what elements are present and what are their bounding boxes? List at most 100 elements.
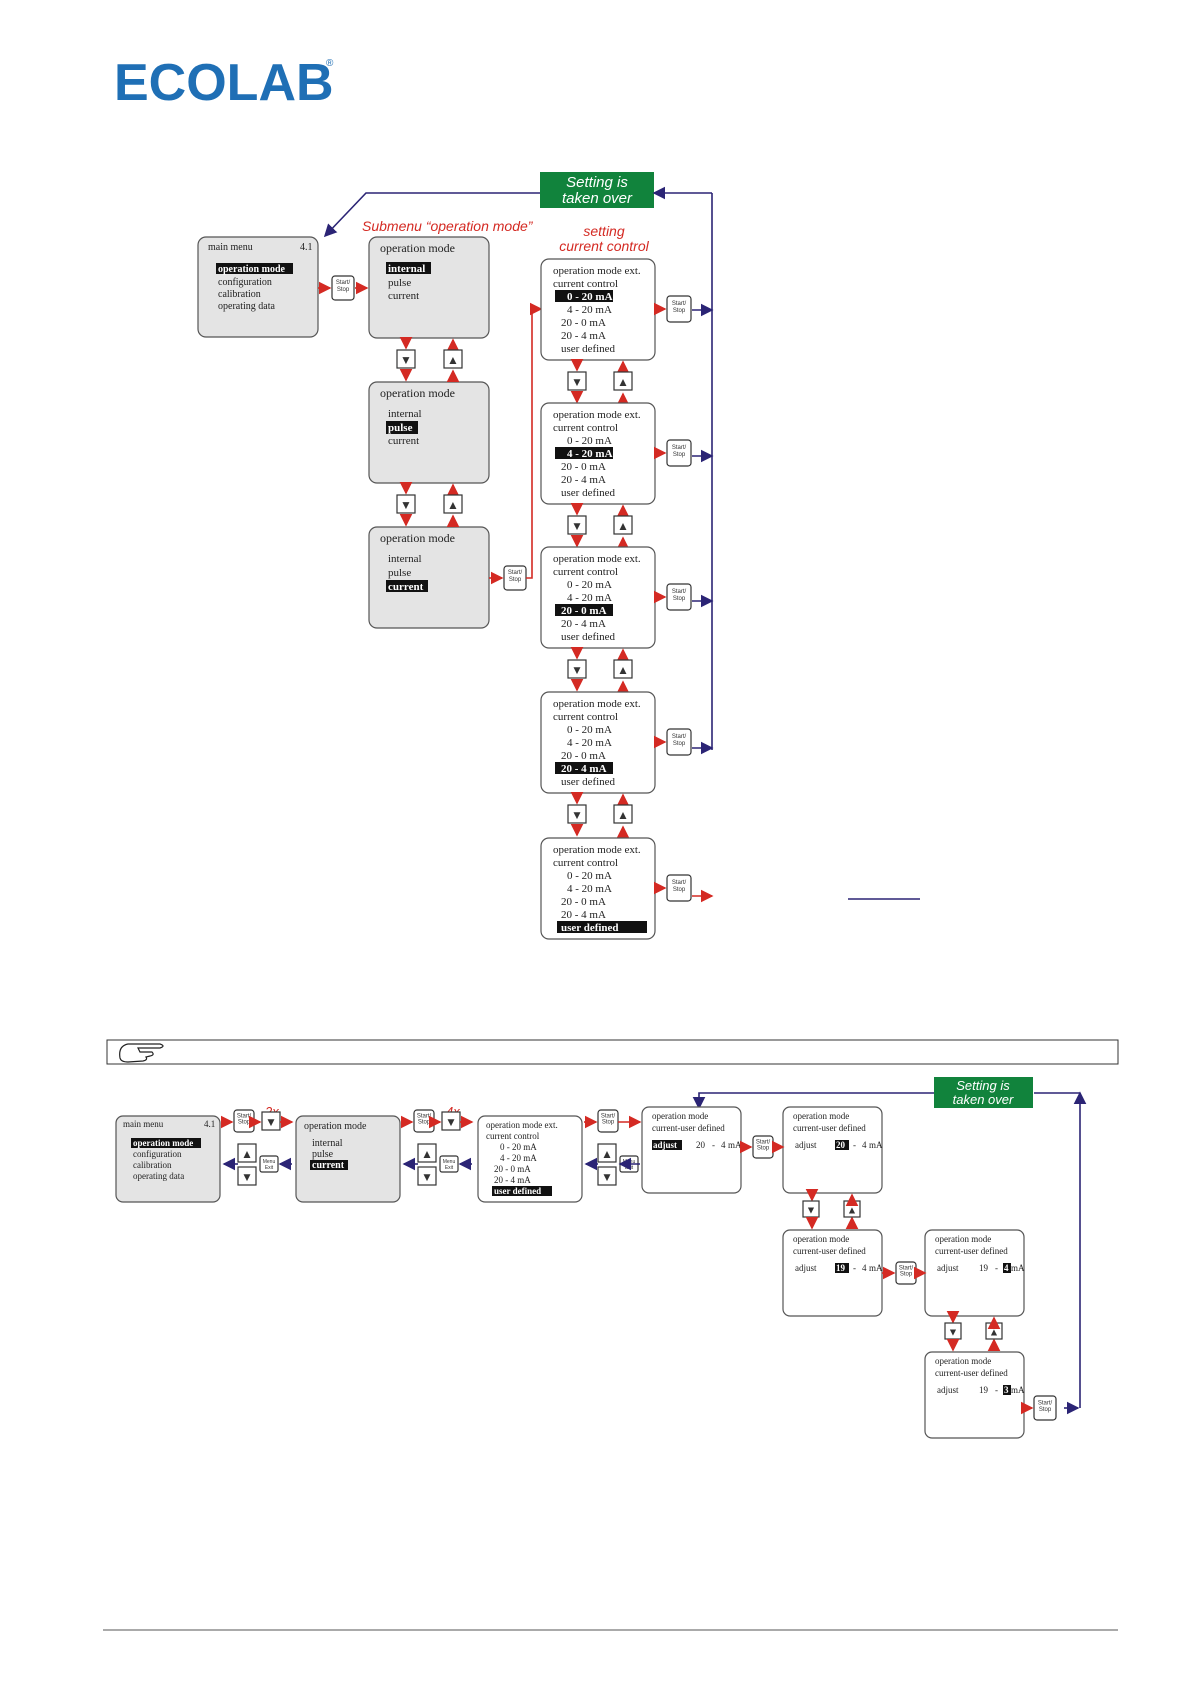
down-key[interactable]: ▼: [237, 1166, 257, 1186]
start-stop-key[interactable]: Start/Stop: [666, 295, 692, 323]
pointing-hand-icon: [119, 1043, 164, 1063]
start-stop-key[interactable]: Start/Stop: [666, 583, 692, 611]
down-key[interactable]: ▼: [261, 1111, 281, 1131]
main-menu-display: main menu 4.1 operation mode configurati…: [197, 236, 319, 338]
ext-title: current control: [553, 278, 618, 290]
down-key[interactable]: ▼: [441, 1111, 461, 1131]
ext-item-selected: 20 - 0 mA: [561, 605, 607, 617]
op-mode-title: operation mode: [380, 531, 455, 545]
start-stop-key[interactable]: Start/Stop: [666, 874, 692, 902]
op-mode-internal-display: operation mode internal pulse current: [368, 236, 490, 339]
key-label: Start/: [1038, 1400, 1053, 1406]
ext-title: operation mode ext.: [486, 1120, 558, 1130]
start-stop-key[interactable]: Start/ Stop: [331, 275, 355, 301]
ext-item: 0 - 20 mA: [567, 724, 612, 736]
down-icon: ▼: [571, 663, 583, 677]
op-mode-item: internal: [388, 553, 422, 565]
key-label: Exit: [625, 1165, 634, 1171]
ext-item: 0 - 20 mA: [567, 435, 612, 447]
ext-item: 0 - 20 mA: [500, 1142, 537, 1152]
main-menu-item-selected: operation mode: [218, 264, 286, 275]
ext-item: 20 - 0 mA: [561, 750, 606, 762]
op-mode-nav-2: ▼ ▲: [396, 481, 463, 528]
ud-to: 4: [721, 1140, 726, 1150]
ud-from: 19: [836, 1263, 846, 1273]
down-key[interactable]: ▼: [567, 515, 587, 535]
up-key[interactable]: ▲: [613, 371, 633, 391]
key-label: Stop: [900, 1272, 913, 1278]
up-key[interactable]: ▲: [597, 1143, 617, 1163]
start-stop-key[interactable]: Start/Stop: [752, 1135, 774, 1159]
up-key[interactable]: ▲: [985, 1322, 1003, 1340]
submenu-title: Submenu “operation mode”: [362, 218, 534, 234]
up-icon: ▲: [601, 1147, 613, 1161]
ud-unit: mA: [728, 1140, 742, 1150]
up-icon: ▲: [617, 663, 629, 677]
down-icon: ▼: [241, 1170, 253, 1184]
ud-unit: mA: [1011, 1385, 1025, 1395]
ud-to: 4: [1004, 1263, 1009, 1273]
up-icon: ▲: [989, 1326, 999, 1338]
setting-taken-over-box: [540, 172, 654, 208]
start-stop-key[interactable]: Start/Stop: [1033, 1395, 1057, 1421]
ext-item: 4 - 20 mA: [500, 1153, 537, 1163]
up-key[interactable]: ▲: [443, 349, 463, 369]
ud-title: operation mode: [935, 1356, 991, 1366]
start-stop-key[interactable]: Start/Stop: [597, 1109, 619, 1133]
main-menu-item: configuration: [133, 1149, 182, 1159]
start-stop-key[interactable]: Start/Stop: [413, 1109, 435, 1133]
op-mode-item-selected: pulse: [388, 422, 413, 434]
key-label: Menu: [263, 1159, 276, 1165]
ext-item: 4 - 20 mA: [567, 883, 612, 895]
start-stop-key[interactable]: Start/Stop: [233, 1109, 255, 1133]
start-stop-key[interactable]: Start/Stop: [666, 728, 692, 756]
key-label: Start/: [672, 734, 687, 740]
setting-taken-over-line1: Setting is: [956, 1078, 1010, 1093]
down-icon: ▼: [948, 1326, 958, 1338]
down-key[interactable]: ▼: [567, 804, 587, 824]
op-mode-item-selected: current: [312, 1160, 345, 1171]
down-key[interactable]: ▼: [567, 371, 587, 391]
down-icon: ▼: [400, 353, 412, 367]
down-key[interactable]: ▼: [417, 1166, 437, 1186]
down-key[interactable]: ▼: [396, 349, 416, 369]
ud-unit: mA: [1011, 1263, 1025, 1273]
ud-title: current-user defined: [935, 1368, 1008, 1378]
up-key[interactable]: ▲: [613, 659, 633, 679]
ext-item: 20 - 4 mA: [561, 909, 606, 921]
down-key[interactable]: ▼: [567, 659, 587, 679]
user-defined-displays: operation mode current-user defined adjust…: [641, 1106, 1057, 1439]
ext-item-selected: 4 - 20 mA: [567, 448, 613, 460]
start-stop-key[interactable]: Start/Stop: [666, 439, 692, 467]
setting-taken-over-line2: taken over: [953, 1092, 1014, 1107]
up-icon: ▲: [447, 498, 459, 512]
up-key[interactable]: ▲: [843, 1200, 861, 1218]
start-stop-key[interactable]: Start/ Stop: [503, 565, 527, 591]
ud-to: 3: [1004, 1385, 1009, 1395]
start-stop-key[interactable]: Start/Stop: [895, 1261, 917, 1285]
down-key[interactable]: ▼: [396, 494, 416, 514]
ext-item: 0 - 20 mA: [567, 870, 612, 882]
ud-adjust: adjust: [795, 1140, 817, 1150]
setting-taken-over-line2: taken over: [562, 190, 633, 207]
ext-title: current control: [553, 711, 618, 723]
logo-registered: ®: [326, 58, 334, 69]
down-key[interactable]: ▼: [944, 1322, 962, 1340]
key-label: Start/: [508, 570, 523, 576]
up-key[interactable]: ▲: [237, 1143, 257, 1163]
ext-item: 20 - 4 mA: [561, 618, 606, 630]
down-key[interactable]: ▼: [802, 1200, 820, 1218]
up-key[interactable]: ▲: [443, 494, 463, 514]
ext-item-selected: user defined: [561, 922, 619, 934]
down-icon: ▼: [421, 1170, 433, 1184]
up-key[interactable]: ▲: [417, 1143, 437, 1163]
down-key[interactable]: ▼: [597, 1166, 617, 1186]
up-key[interactable]: ▲: [613, 515, 633, 535]
up-key[interactable]: ▲: [613, 804, 633, 824]
setting-taken-over-line1: Setting is: [566, 174, 628, 191]
op-mode-current-display-2: operation mode internal pulse current: [295, 1115, 401, 1203]
